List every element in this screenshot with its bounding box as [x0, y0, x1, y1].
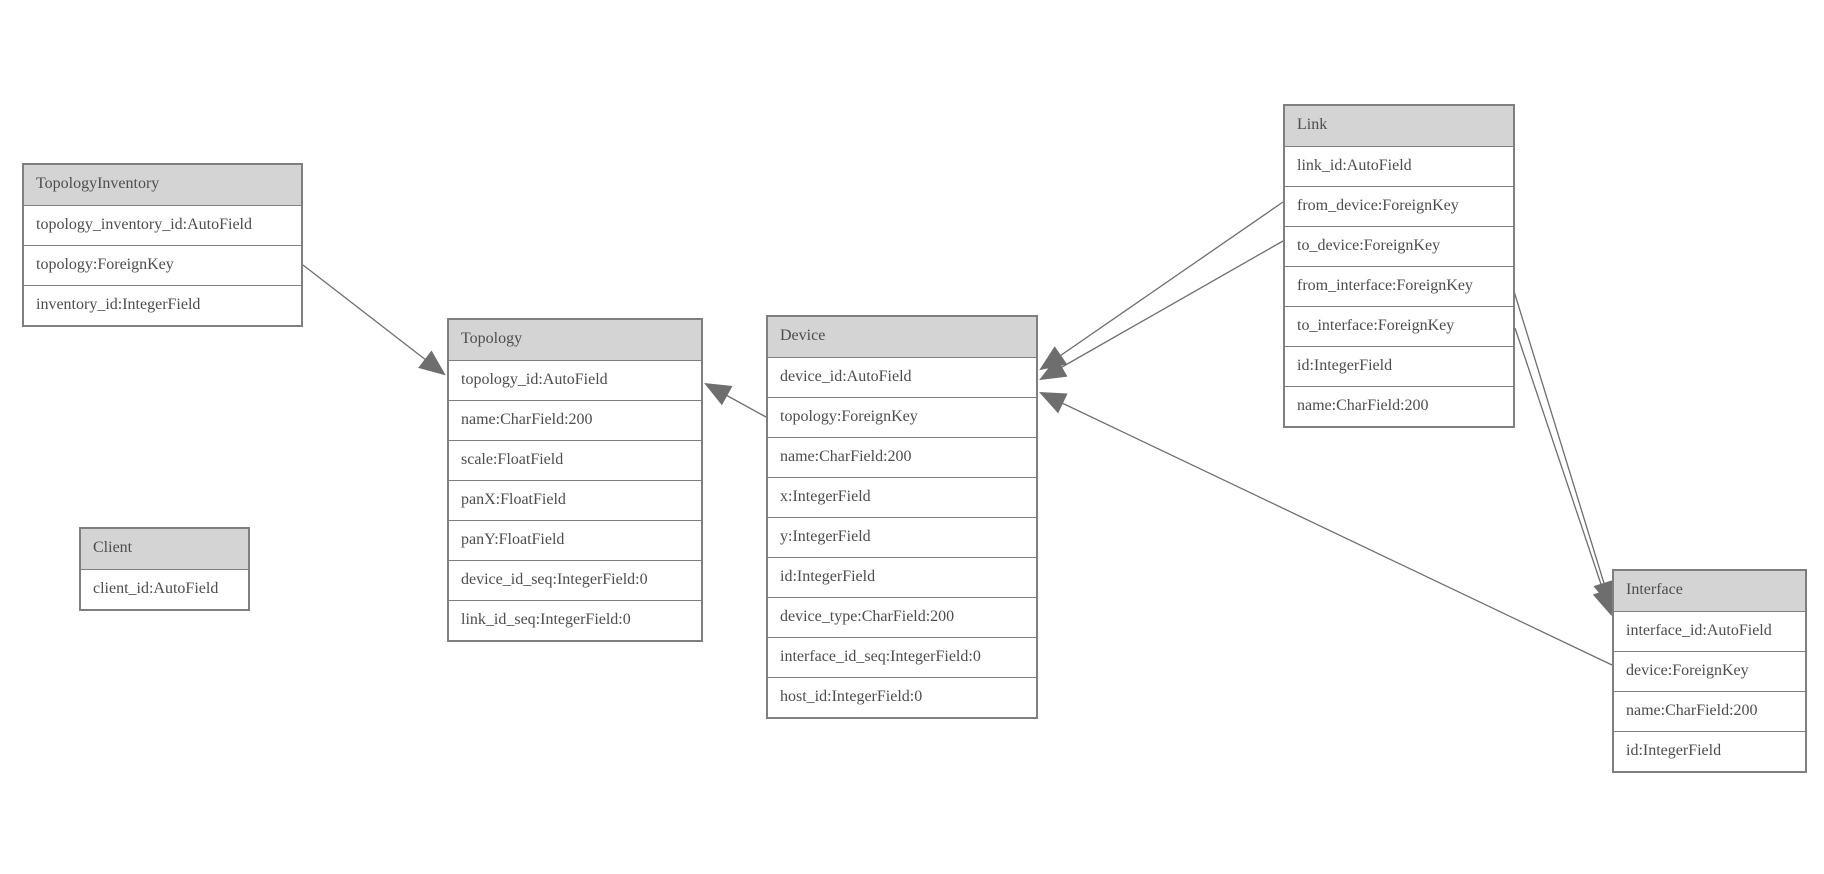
entity-topologyinventory-title: TopologyInventory — [24, 165, 301, 205]
entity-topology: Topology topology_id:AutoField name:Char… — [447, 318, 703, 642]
entity-device: Device device_id:AutoField topology:Fore… — [766, 315, 1038, 719]
relationship-topologyinventory-topology — [302, 264, 446, 376]
entity-device-title: Device — [768, 317, 1036, 357]
entity-link-title: Link — [1285, 106, 1513, 146]
field-row: interface_id_seq:IntegerField:0 — [768, 637, 1036, 677]
field-row: to_device:ForeignKey — [1285, 226, 1513, 266]
field-row: panX:FloatField — [449, 480, 701, 520]
field-row: topology_inventory_id:AutoField — [24, 205, 301, 245]
field-row: x:IntegerField — [768, 477, 1036, 517]
field-row: topology:ForeignKey — [768, 397, 1036, 437]
field-row: interface_id:AutoField — [1614, 611, 1805, 651]
field-row: y:IntegerField — [768, 517, 1036, 557]
field-row: host_id:IntegerField:0 — [768, 677, 1036, 717]
field-row: topology:ForeignKey — [24, 245, 301, 285]
field-row: name:CharField:200 — [768, 437, 1036, 477]
field-row: device:ForeignKey — [1614, 651, 1805, 691]
field-row: id:IntegerField — [768, 557, 1036, 597]
field-row: name:CharField:200 — [1285, 386, 1513, 426]
relationship-link-todevice-device — [1039, 240, 1284, 381]
field-row: link_id:AutoField — [1285, 146, 1513, 186]
field-row: panY:FloatField — [449, 520, 701, 560]
entity-topologyinventory: TopologyInventory topology_inventory_id:… — [22, 163, 303, 327]
field-row: id:IntegerField — [1285, 346, 1513, 386]
entity-client: Client client_id:AutoField — [79, 527, 250, 611]
entity-client-title: Client — [81, 529, 248, 569]
field-row: scale:FloatField — [449, 440, 701, 480]
relationship-link-fromdevice-device — [1039, 201, 1284, 371]
relationship-link-frominterface-interface — [1512, 287, 1615, 609]
field-row: id:IntegerField — [1614, 731, 1805, 771]
field-row: to_interface:ForeignKey — [1285, 306, 1513, 346]
entity-topology-title: Topology — [449, 320, 701, 360]
field-row: from_interface:ForeignKey — [1285, 266, 1513, 306]
field-row: name:CharField:200 — [1614, 691, 1805, 731]
relationship-interface-device — [1039, 392, 1613, 666]
field-row: device_id:AutoField — [768, 357, 1036, 397]
field-row: link_id_seq:IntegerField:0 — [449, 600, 701, 640]
field-row: topology_id:AutoField — [449, 360, 701, 400]
entity-interface: Interface interface_id:AutoField device:… — [1612, 569, 1807, 773]
relationship-link-tointerface-interface — [1514, 327, 1614, 617]
field-row: client_id:AutoField — [81, 569, 248, 609]
field-row: device_type:CharField:200 — [768, 597, 1036, 637]
entity-interface-title: Interface — [1614, 571, 1805, 611]
field-row: device_id_seq:IntegerField:0 — [449, 560, 701, 600]
field-row: from_device:ForeignKey — [1285, 186, 1513, 226]
entity-link: Link link_id:AutoField from_device:Forei… — [1283, 104, 1515, 428]
field-row: name:CharField:200 — [449, 400, 701, 440]
field-row: inventory_id:IntegerField — [24, 285, 301, 325]
relationship-device-topology — [704, 382, 767, 418]
